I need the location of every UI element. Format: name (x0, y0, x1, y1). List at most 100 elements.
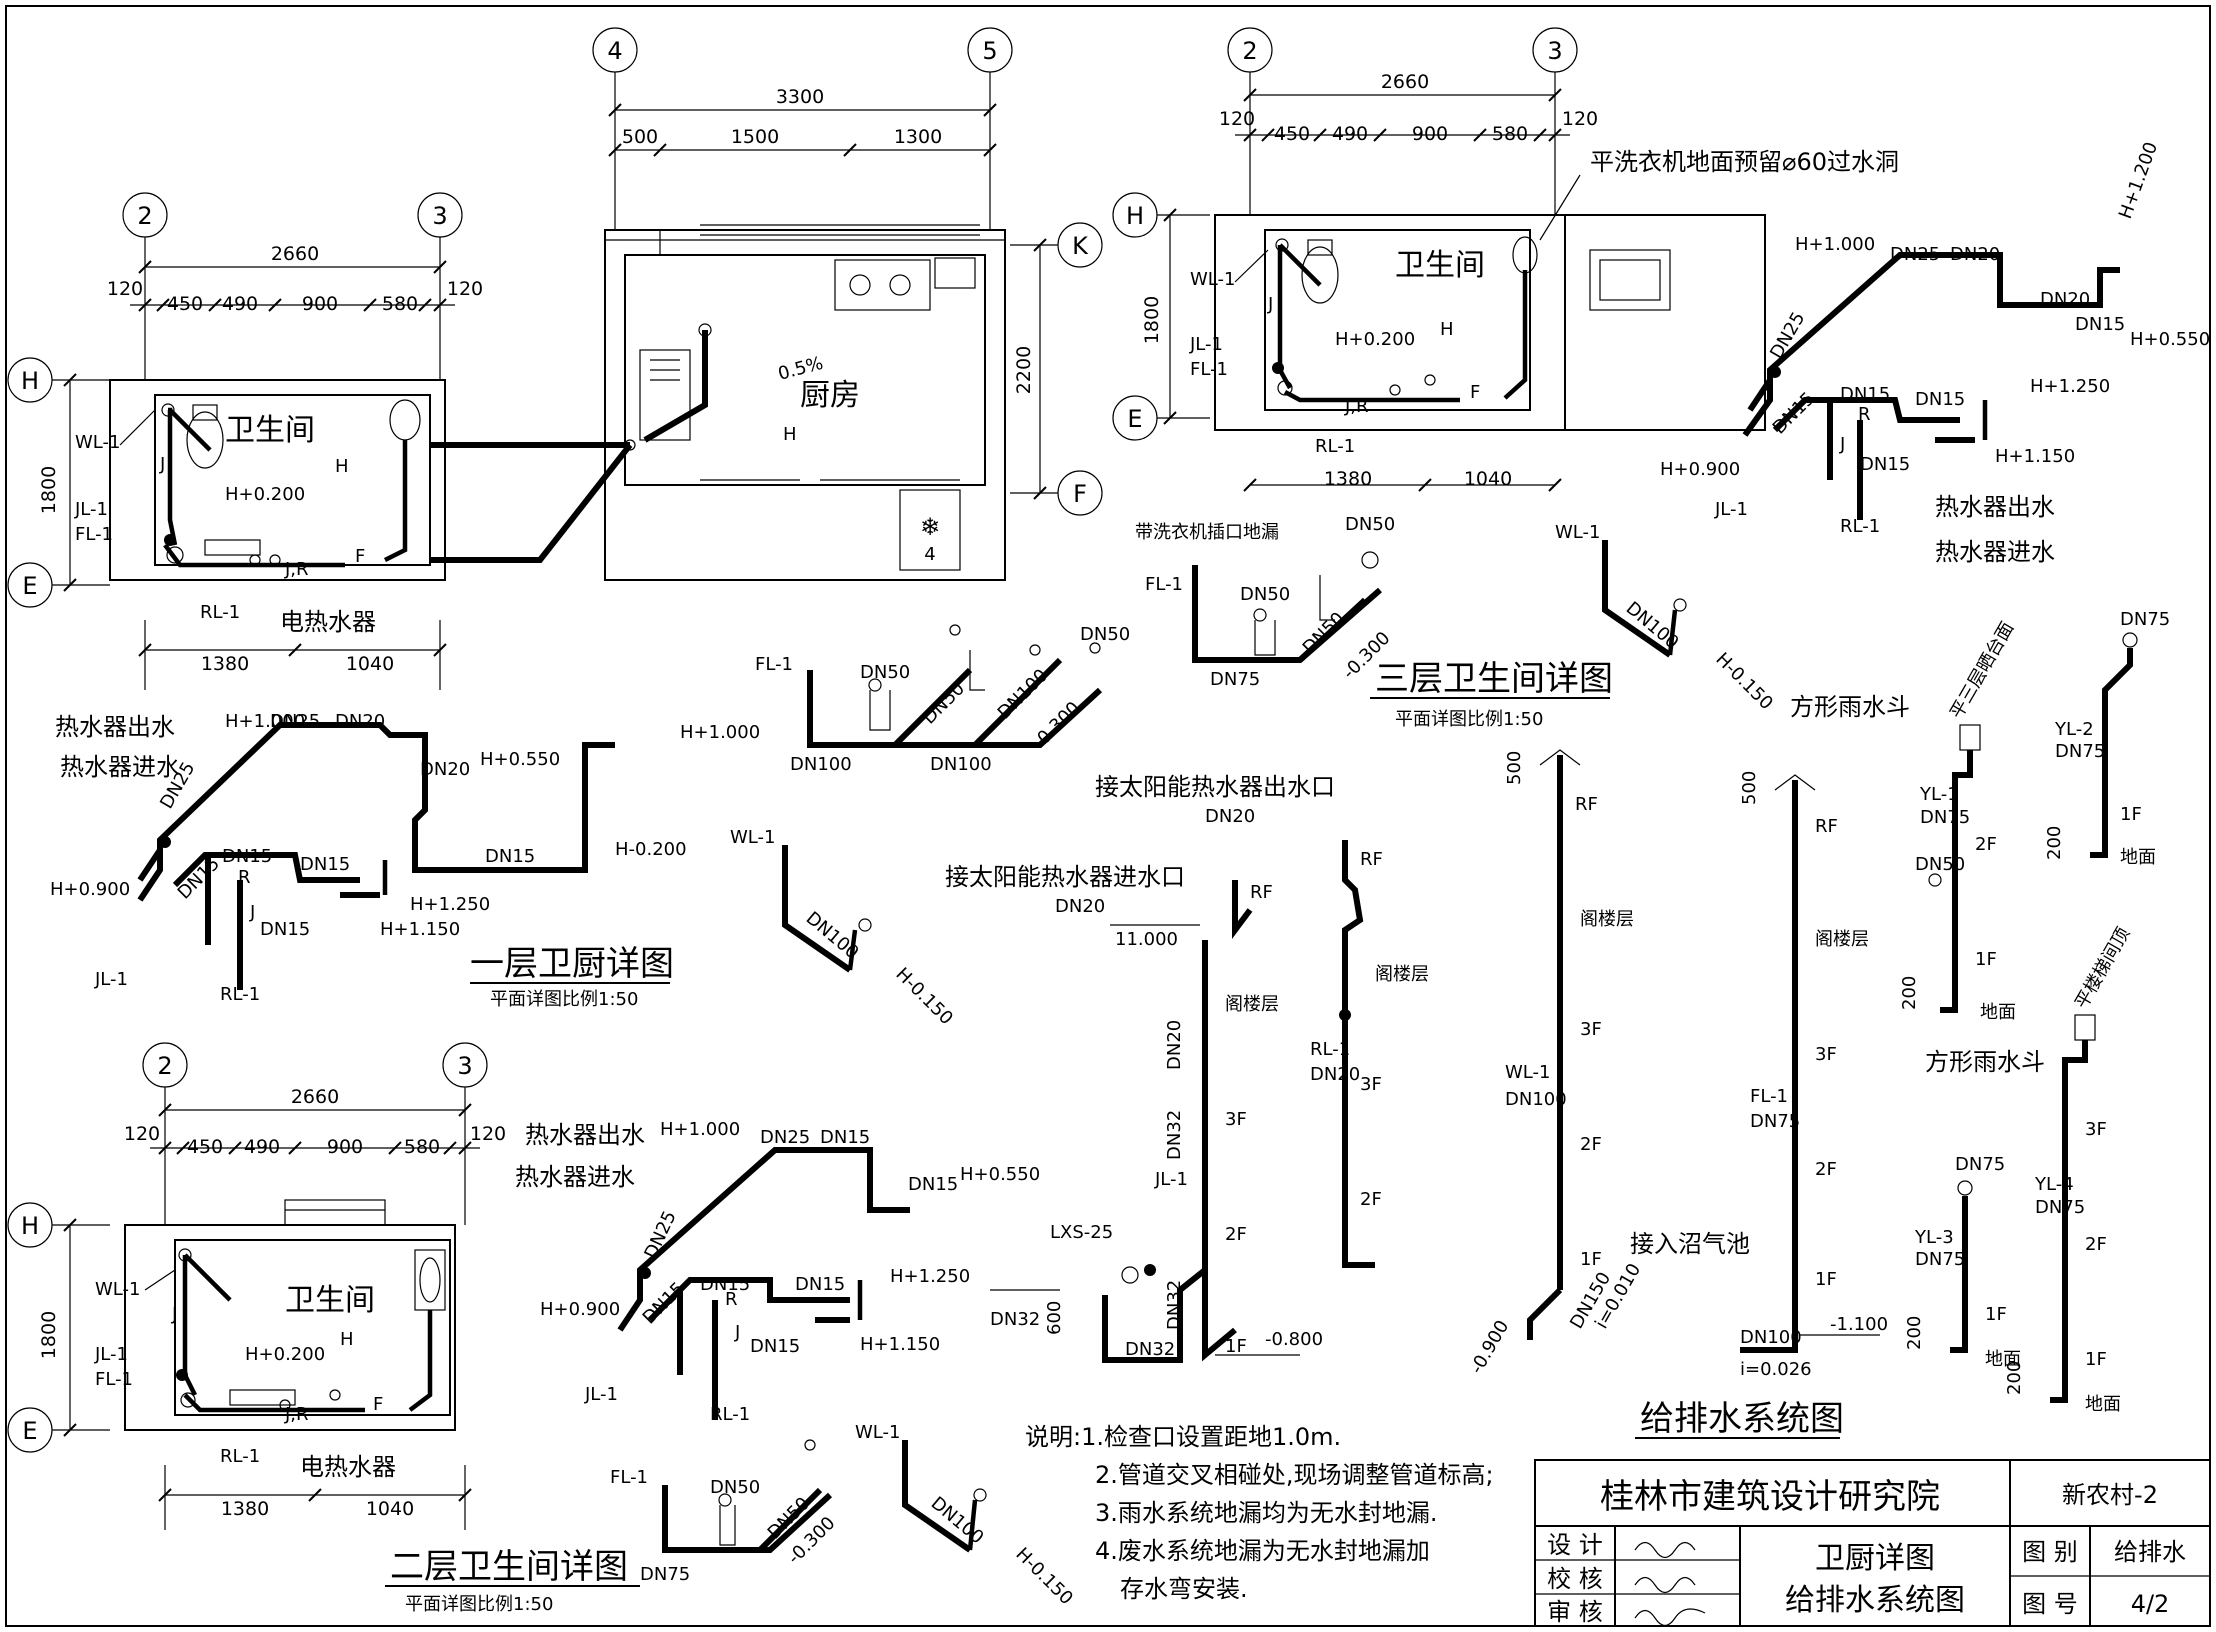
label-labels-h_p1250: H+1.250 (2030, 376, 2110, 397)
label-labels-f2: 2F (1975, 834, 1997, 855)
label-explain-l1: 说明:1.检查口设置距地1.0m. (1025, 1423, 1341, 1451)
drawing-circle (1361, 551, 1379, 569)
label-titleblock-review_label: 审 核 (1547, 1598, 1603, 1626)
label-labels-h_p0900: H+0.900 (50, 879, 130, 900)
label-labels-dn25: DN25 (1766, 308, 1809, 362)
label-notes-heater_out: 热水器出水 (1935, 493, 2055, 521)
drawing-circle (2122, 632, 2138, 648)
label-dims-d1500: 1500 (731, 126, 779, 148)
drawing-circle (178, 1248, 192, 1262)
drawing-circle (973, 1488, 987, 1502)
label-dims-d1380: 1380 (221, 1498, 269, 1520)
label-labels-h_m0150: H-0.150 (891, 964, 956, 1029)
drawing-polyline (1342, 840, 1375, 1268)
axis-label-k: K (1072, 232, 1089, 260)
label-labels-dn75: DN75 (2120, 609, 2170, 630)
label-labels-wl1: WL-1 (730, 827, 775, 848)
drawing-circle (849, 274, 871, 296)
drawing-line (144, 1269, 176, 1291)
drawing-line (1667, 609, 1678, 656)
drawing-circle (279, 1399, 291, 1411)
drawing-line (1297, 597, 1368, 663)
system-diagram: 接太阳能热水器出水口 DN20 RF 阁楼层 RL-1 DN20 3F 2F 接… (945, 609, 2170, 1439)
label-dims-d500: 500 (1739, 771, 1760, 805)
label-labels-f3: 3F (1225, 1109, 1247, 1130)
drawing-rect (1599, 259, 1661, 301)
title-system-diagram: 给排水系统图 (1640, 1399, 1844, 1439)
drawing-polyline (408, 1310, 433, 1412)
drawing-circle (1121, 1266, 1139, 1284)
label-labels-ground: 地面 (1980, 1002, 2016, 1023)
drawing-polyline (1539, 749, 1581, 766)
label-axes-aH: H (1126, 202, 1144, 230)
label-labels-dn100: DN100 (994, 665, 1052, 723)
label-labels-dn15: DN15 (700, 1274, 750, 1295)
title-floor2-detail: 二层卫生间详图 (390, 1547, 628, 1587)
drawing-rect (624, 254, 986, 486)
label-notes-heater_in: 热水器进水 (1935, 538, 2055, 566)
drawing-line (168, 408, 212, 452)
label-labels-dn50: DN50 (710, 1477, 760, 1498)
label-dims-d120: 120 (124, 1123, 160, 1145)
label-labels-dn20: DN20 (2040, 289, 2090, 310)
drawing-line (137, 848, 163, 882)
label-labels-attic: 阁楼层 (1815, 929, 1869, 950)
drawing-rect (639, 349, 691, 441)
drawing-rect (174, 1239, 451, 1416)
label-labels-dn50: DN50 (1240, 584, 1290, 605)
label-labels-dn20: DN20 (1164, 1020, 1185, 1070)
label-labels-jl1: JL-1 (1154, 1169, 1188, 1190)
label-labels-dn50: DN50 (1345, 514, 1395, 535)
label-labels-h_p0550: H+0.550 (2130, 329, 2210, 350)
label-labels-j: J (171, 1304, 177, 1325)
drawing-path (1319, 575, 1335, 621)
label-dims-d2200: 2200 (1013, 346, 1035, 394)
drawing-polyline (1940, 1000, 1958, 1013)
label-labels-h_p1000: H+1.000 (1795, 234, 1875, 255)
label-dims-d450: 450 (1274, 123, 1310, 145)
drawing-ellipse (186, 411, 224, 469)
drawing-polyline (1952, 750, 1973, 1000)
drawing-path (969, 650, 985, 691)
drawing-polyline (902, 1440, 972, 1553)
label-labels-dn75: DN75 (1915, 1249, 1965, 1270)
label-labels-dn25: DN25 (760, 1127, 810, 1148)
label-labels-h_p1000: H+1.000 (225, 711, 305, 732)
label-labels-dn50: DN50 (919, 678, 969, 728)
label-dims-d580: 580 (382, 293, 418, 315)
drawing-line (1747, 378, 1773, 412)
label-labels-dn15: DN15 (820, 1127, 870, 1148)
drawing-rect (1959, 724, 1981, 751)
label-dims-d1040: 1040 (346, 653, 394, 675)
floor1-hotwater-system: 热水器出水 热水器进水 H+1.000 DN25 DN20 DN20 H+0.5… (50, 711, 760, 1010)
floor2-drainage: FL-1 DN50 DN50 -0.300 DN75 WL-1 DN100 H-… (610, 1422, 1077, 1609)
label-labels-rf: RF (1250, 882, 1273, 903)
label-labels-h_p0200: H+0.200 (225, 484, 305, 505)
label-labels-dn75: DN75 (1210, 669, 1260, 690)
drawing-circle (1339, 1009, 1351, 1021)
label-labels-h_p1000: H+1.000 (660, 1119, 740, 1140)
label-dims-d450: 450 (187, 1136, 223, 1158)
label-labels-rl1: RL-1 (220, 984, 260, 1005)
drawing-polyline (183, 1393, 365, 1413)
label-notes-washer_hole: 平洗衣机地面预留⌀60过水洞 (1590, 148, 1899, 176)
drawing-circle (949, 624, 961, 636)
label-dims-d1380: 1380 (1324, 468, 1372, 490)
drawing-polyline (1283, 390, 1460, 403)
drawing-line (892, 667, 973, 748)
drawing-circle (249, 554, 261, 566)
label-labels-dn20: DN20 (335, 711, 385, 732)
label-labels-dn15: DN15 (300, 854, 350, 875)
label-labels-j: J (249, 902, 255, 923)
label-dims-d490: 490 (244, 1136, 280, 1158)
drawing-circle (1673, 598, 1687, 612)
drawing-line (119, 409, 156, 446)
label-titleblock-cat_label: 图 别 (2022, 1538, 2078, 1566)
label-labels-f1: 1F (1580, 1249, 1602, 1270)
drawing-polyline (1527, 1287, 1563, 1340)
label-labels-f1: 1F (1985, 1304, 2007, 1325)
label-labels-rf: RF (1360, 849, 1383, 870)
label-notes-heater_out: 热水器出水 (525, 1121, 645, 1149)
label-labels-h_p1150: H+1.150 (1995, 446, 2075, 467)
label-labels-dn100: DN100 (930, 754, 992, 775)
